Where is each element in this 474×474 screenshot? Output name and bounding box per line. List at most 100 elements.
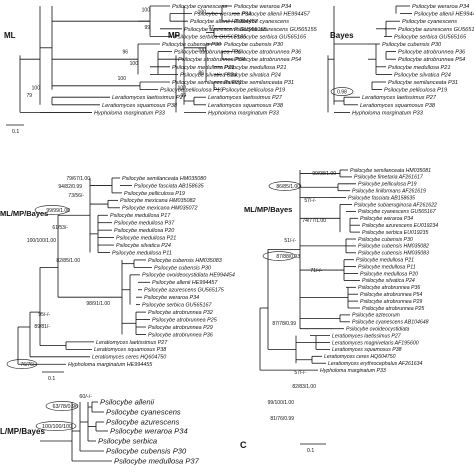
taxon-label: Psilocybe subaeruginosa AF261622 <box>354 202 437 208</box>
taxon-label: Psilocybe medullosa P37 <box>114 457 200 466</box>
taxon-label: Psilocybe atrobrunnea P36 <box>174 50 242 56</box>
taxon-label: Leratiomyces squamosus P38 <box>332 347 402 353</box>
support-value: 74/77/1.00 <box>302 218 326 224</box>
taxon-label: Psilocybe silvatica P24 <box>362 278 415 284</box>
support-value: 100 <box>198 10 207 16</box>
support-value: 99/98/1.00 <box>312 171 336 177</box>
support-value: 100 <box>178 86 187 92</box>
panel-c-label: ML/MP/Bayes <box>244 205 292 214</box>
taxon-label: Psilocybe allenii HE994457 <box>152 280 218 286</box>
support-value: 100 <box>118 76 127 82</box>
taxon-label: Leratiomyces squamosus P38 <box>102 103 178 109</box>
taxon-label: Psilocybe allenii HE994457 <box>242 12 311 18</box>
taxon-label: Psilocybe semilanceata HM035081 <box>350 168 431 174</box>
taxon-label: Psilocybe pelliculosa P19 <box>358 182 417 188</box>
taxon-label: Psilocybe azurescens GU565155 <box>184 27 268 33</box>
taxon-label: Psilocybe atrobrunnea P54 <box>234 57 301 63</box>
support-highlight-oval <box>45 401 79 411</box>
taxon-label: Psilocybe serbica GU565165 <box>234 34 307 40</box>
support-value: 0.98 <box>337 90 347 96</box>
taxon-label: Psilocybe medullosa P21 <box>224 65 287 71</box>
support-value: 81/76/0.99 <box>270 416 294 422</box>
taxon-label: Psilocybe fasciata AB158635 <box>134 183 205 189</box>
support-value: 57/-/- <box>304 198 316 204</box>
taxon-label: Psilocybe cubensis HM035083 <box>148 258 222 264</box>
support-highlight-oval <box>330 87 354 96</box>
support-value: 86/85/1.00 <box>276 184 300 190</box>
taxon-label: Psilocybe atrobrunnea P29 <box>148 325 213 331</box>
taxon-label: Psilocybe cubensis P30 <box>358 237 413 243</box>
taxon-label: Psilocybe silvatica P24 <box>394 72 451 78</box>
taxon-label: Psilocybe atrobrunnea P54 <box>360 292 422 298</box>
support-value: 61/53/- <box>52 225 68 231</box>
support-value: 100/100/100 <box>42 424 72 430</box>
scale-label: 0.1 <box>12 129 19 135</box>
support-highlight-oval <box>35 421 77 431</box>
taxon-label: Leratiomyces squamosus P38 <box>94 347 166 353</box>
taxon-label: Psilocybe cubensis P30 <box>224 42 284 48</box>
taxon-label: Psilocybe pelliculosa P19 <box>222 88 285 94</box>
taxon-label: Psilocybe semilanceata P31 <box>388 80 458 86</box>
taxon-label: Psilocybe mexicana HM035082 <box>120 198 196 204</box>
taxon-label: Psilocybe serbica GU565165 <box>174 34 247 40</box>
support-value: 63/78/0.96 <box>53 404 78 410</box>
taxon-label: Psilocybe cubensis P30 <box>154 265 211 271</box>
taxon-label: Psilocybe fasciata AB158635 <box>348 195 415 201</box>
taxon-label: Psilocybe semilanceata P31 <box>172 80 242 86</box>
taxon-label: Psilocybe silvatica P24 <box>180 72 237 78</box>
taxon-label: Psilocybe silvatica P24 <box>116 243 171 249</box>
taxon-label: Psilocybe cubensis HM035082 <box>358 244 429 250</box>
scale-label: 0.1 <box>48 376 55 382</box>
taxon-label: Psilocybe allenii HE994457 <box>414 12 474 18</box>
taxon-label: Psilocybe atrobrunnea P54 <box>178 57 245 63</box>
taxon-label: Psilocybe medullosa P11 <box>358 264 416 270</box>
taxon-label: Psilocybe cyanescens <box>402 19 457 25</box>
panel-c-tree: Psilocybe semilanceata HM035081Psilocybe… <box>240 168 438 454</box>
taxon-label: Psilocybe pelliculosa P19 <box>124 191 185 197</box>
taxon-label: Leratiomyces erythrocephalus AF261634 <box>328 361 423 367</box>
taxon-label: Psilocybe atrobrunnea P36 <box>234 50 302 56</box>
taxon-label: Psilocybe cubensis P30 <box>106 447 187 456</box>
support-value: 71/-/- <box>310 268 322 274</box>
taxon-label: Psilocybe serbica GU565165 <box>394 34 467 40</box>
taxon-label: Psilocybe atrobrunnea P25 <box>362 306 424 312</box>
mp-tree-label: MP <box>168 31 181 40</box>
taxon-label: Psilocybe cyanescens AB104648 <box>352 320 429 326</box>
taxon-label: Psilocybe ovoideocystidiata <box>346 327 410 333</box>
taxon-label: Leratiomyces laetissimus P27 <box>112 95 187 101</box>
taxon-label: Psilocybe pelliculosa P19 <box>160 88 223 94</box>
taxon-label: Psilocybe medullosa P20 <box>360 271 418 277</box>
taxon-label: Psilocybe azurescens <box>106 418 180 427</box>
taxon-label: Psilocybe weraroa P34 <box>194 12 251 18</box>
taxon-label: Psilocybe liniformans AF261619 <box>352 189 426 195</box>
taxon-label: Psilocybe cyanescens <box>172 4 227 10</box>
taxon-label: Psilocybe allenii <box>100 398 154 407</box>
taxon-label: Leratiomyces magnivelaris AF195600 <box>332 340 419 346</box>
support-highlight-oval <box>34 205 70 215</box>
support-value: 79/67/1.00 <box>66 176 90 182</box>
support-highlight-oval <box>268 181 302 191</box>
taxon-label: Psilocybe medullosa P17 <box>110 213 171 219</box>
taxon-label: Psilocybe mexicana HM035072 <box>122 206 198 212</box>
support-value: 96 <box>122 50 128 56</box>
taxon-label: Psilocybe weraroa P34 <box>110 427 188 436</box>
support-value: 60/-/- <box>79 394 92 400</box>
taxon-label: Psilocybe atrobrunnea P36 <box>398 50 466 56</box>
taxon-label: Psilocybe medullosa P21 <box>356 258 414 264</box>
taxon-label: Leratiomyces laetissimus P27 <box>362 95 437 101</box>
taxon-label: Psilocybe aztecorum <box>352 313 401 319</box>
support-highlight-oval <box>6 359 38 369</box>
taxon-label: Psilocybe fimetaria AF261617 <box>354 175 424 181</box>
taxon-label: Psilocybe semilanceata HM035080 <box>122 176 206 182</box>
support-highlight-oval <box>262 251 296 261</box>
taxon-label: Psilocybe medullosa P21 <box>388 65 451 71</box>
taxon-label: Psilocybe serbica EU019235 <box>362 230 428 236</box>
taxon-label: Psilocybe cyanescens <box>106 408 181 417</box>
taxon-label: Psilocybe azurescens EU019234 <box>362 223 438 229</box>
taxon-label: Leratiomyces laetissimus P27 <box>332 333 402 339</box>
support-value: 99 <box>180 93 186 99</box>
support-value: 97 <box>208 25 214 31</box>
support-value: 73/56/- <box>68 193 84 199</box>
